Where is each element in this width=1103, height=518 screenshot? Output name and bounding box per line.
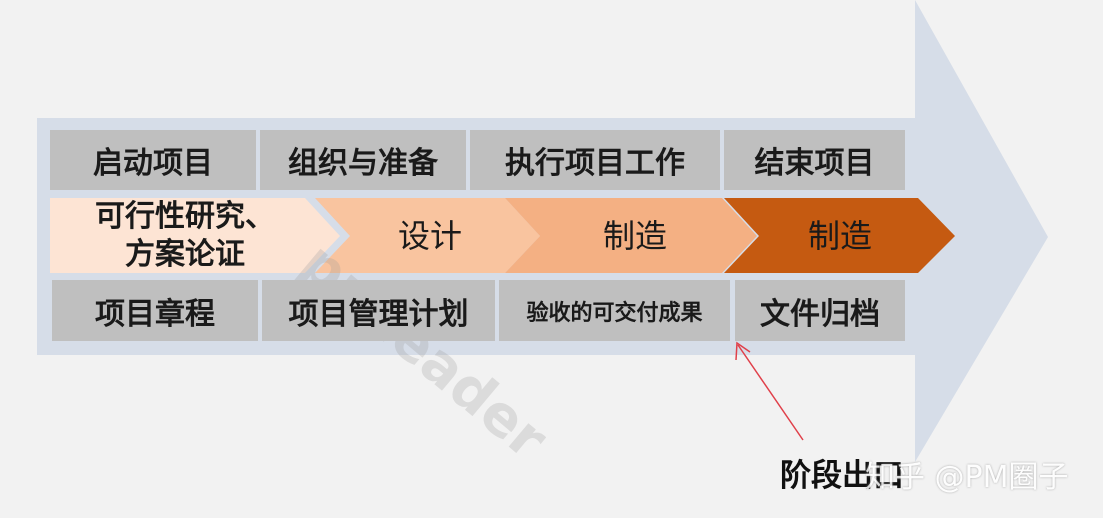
stage-chevron-1: [50, 198, 340, 273]
deliverable-cell: 项目管理计划: [262, 280, 495, 341]
phase-cell: 执行项目工作: [470, 130, 720, 190]
stage-label: 设计: [397, 216, 462, 255]
phase-cell: 组织与准备: [260, 130, 466, 190]
stage-label: 可行性研究、 方案论证: [95, 198, 275, 272]
stage-exit-label: 阶段出口: [780, 458, 904, 494]
deliverable-cell: 项目章程: [52, 280, 258, 341]
stage-label: 制造: [602, 216, 667, 255]
phase-cell: 结束项目: [724, 130, 905, 190]
stage-chevron-4: [724, 198, 955, 273]
watermark-zhihu: 知乎 @PM圈子: [865, 460, 1069, 495]
stage-chevron-3: [505, 198, 757, 273]
pointer-arrow-line: [737, 344, 804, 441]
phase-cell: 启动项目: [50, 130, 256, 190]
pointer-arrow-head: [735, 341, 751, 361]
deliverable-cell: 文件归档: [735, 280, 905, 341]
stage-chevron-2: [315, 198, 540, 273]
stage-label: 制造: [807, 216, 872, 255]
deliverable-cell: 验收的可交付成果: [499, 280, 730, 341]
